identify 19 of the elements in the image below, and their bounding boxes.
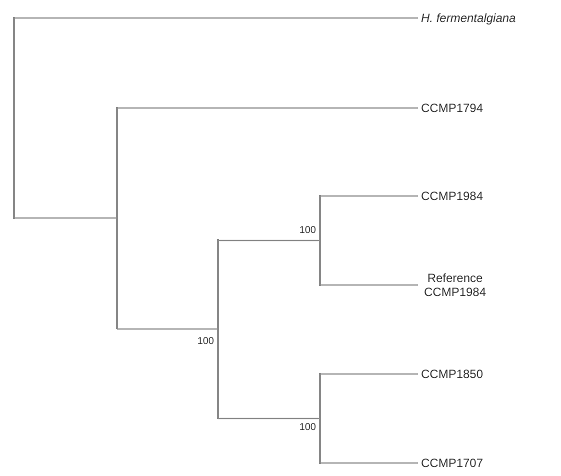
taxon-label: H. fermentalgiana [421, 11, 516, 25]
taxon-label: CCMP1707 [421, 456, 484, 470]
bootstrap-value: 100 [197, 336, 214, 348]
tree-branch [117, 328, 218, 330]
tree-branch [320, 373, 418, 375]
tree-branch [218, 240, 320, 242]
taxon-label: Reference CCMP1984 [421, 271, 489, 299]
taxon-label: CCMP1984 [421, 189, 484, 203]
taxon-label: CCMP1850 [421, 367, 484, 381]
tree-branch [320, 462, 418, 464]
tree-branch [218, 418, 320, 420]
taxon-label: CCMP1794 [421, 101, 484, 115]
tree-branch [117, 107, 418, 109]
tree-branch [14, 17, 418, 19]
tree-branch [320, 284, 418, 286]
tree-branch [320, 195, 418, 197]
tree-branch [14, 217, 117, 219]
bootstrap-value: 100 [299, 225, 316, 237]
bootstrap-value: 100 [299, 422, 316, 434]
